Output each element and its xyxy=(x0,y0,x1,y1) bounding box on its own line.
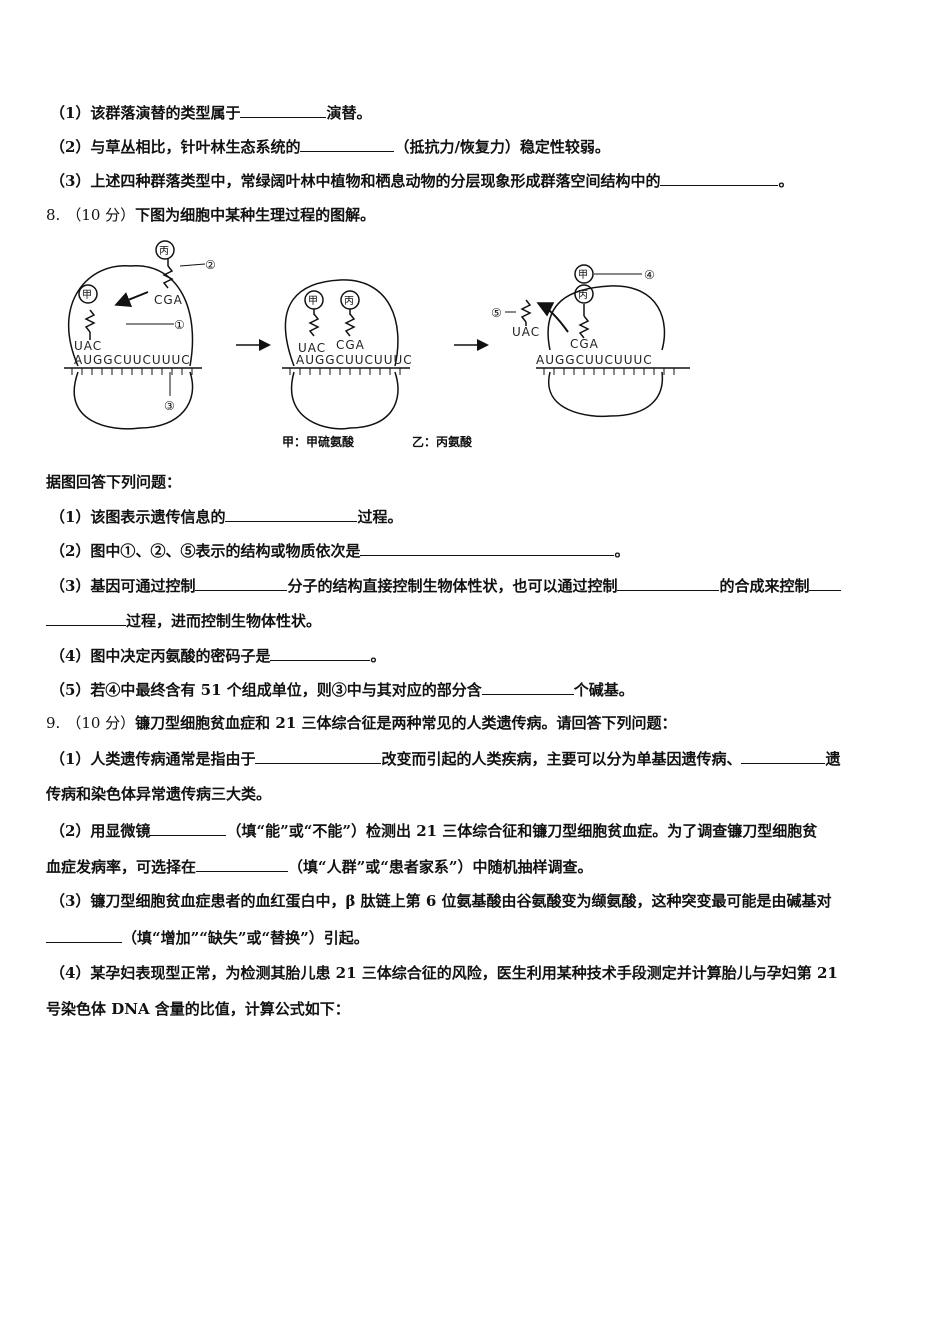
figure-caption-yi: 乙：丙氨酸 xyxy=(412,434,473,449)
anticodon-label: CGA xyxy=(336,338,365,352)
q9-part1-cont: 传病和染色体异常遗传病三大类。 xyxy=(46,785,272,803)
panel-1: AUGGCUUCUUUC UAC 甲 丙 ② CGA ① ③ xyxy=(64,240,216,430)
answer-blank[interactable] xyxy=(225,506,358,522)
anticodon-label: UAC xyxy=(74,339,102,353)
amino-acid-jia-label: 甲 xyxy=(82,290,92,301)
label-circle-2: ② xyxy=(205,258,216,272)
answer-blank[interactable] xyxy=(196,856,289,872)
amino-acid-bing-label: 丙 xyxy=(578,290,588,301)
label-circle-1: ① xyxy=(174,318,185,332)
label-circle-3: ③ xyxy=(164,399,175,413)
q8-part4: （4）图中决定丙氨酸的密码子是。 xyxy=(50,645,386,665)
amino-acid-bing-label: 丙 xyxy=(344,296,354,307)
q8-intro: 据图回答下列问题： xyxy=(46,473,182,491)
amino-acid-jia-label: 甲 xyxy=(578,270,588,281)
answer-blank[interactable] xyxy=(300,136,395,152)
q9-part4-cont: 号染色体 DNA 含量的比值，计算公式如下： xyxy=(46,1000,350,1018)
q8-stem: 8.（10 分）下图为细胞中某种生理过程的图解。 xyxy=(46,206,376,224)
q7-part2: （2）与草丛相比，针叶林生态系统的（抵抗力/恢复力）稳定性较弱。 xyxy=(50,136,610,156)
mrna-sequence: AUGGCUUCUUUC xyxy=(74,353,191,367)
answer-blank[interactable] xyxy=(741,748,826,764)
label-circle-4: ④ xyxy=(644,268,655,282)
answer-blank[interactable] xyxy=(46,927,122,943)
q7-part3: （3）上述四种群落类型中，常绿阔叶林中植物和栖息动物的分层现象形成群落空间结构中… xyxy=(50,170,794,190)
translation-diagram: AUGGCUUCUUUC UAC 甲 丙 ② CGA ① ③ AUGGCU xyxy=(64,240,690,449)
q8-part3-cont: 过程，进而控制生物体性状。 xyxy=(46,610,321,631)
panel-2: AUGGCUUCUUUC UAC CGA 甲 丙 xyxy=(282,279,413,430)
answer-blank[interactable] xyxy=(240,102,327,118)
answer-blank[interactable] xyxy=(195,575,288,591)
anticodon-label: CGA xyxy=(570,337,599,351)
answer-blank[interactable] xyxy=(255,748,382,764)
q8-part5: （5）若④中最终含有 51 个组成单位，则③中与其对应的部分含个碱基。 xyxy=(50,679,634,699)
mrna-sequence: AUGGCUUCUUUC xyxy=(296,353,413,367)
q9-part3: （3）镰刀型细胞贫血症患者的血红蛋白中，β 肽链上第 6 位氨基酸由谷氨酸变为缬… xyxy=(50,892,832,910)
q9-stem: 9.（10 分）镰刀型细胞贫血症和 21 三体综合征是两种常见的人类遗传病。请回… xyxy=(46,714,677,732)
q9-part4: （4）某孕妇表现型正常，为检测其胎儿患 21 三体综合征的风险，医生利用某种技术… xyxy=(50,964,838,982)
anticodon-label: CGA xyxy=(154,293,183,307)
q9-part1: （1）人类遗传病通常是指由于改变而引起的人类疾病，主要可以分为单基因遗传病、遗 xyxy=(50,748,841,768)
q8-part3: （3）基因可通过控制分子的结构直接控制生物体性状，也可以通过控制的合成来控制 xyxy=(50,575,842,596)
q8-part2: （2）图中①、②、⑤表示的结构或物质依次是。 xyxy=(50,540,630,560)
anticodon-label: UAC xyxy=(298,341,326,355)
q9-part2-cont: 血症发病率，可选择在（填“人群”或“患者家系”）中随机抽样调查。 xyxy=(46,856,593,876)
q8-part1: （1）该图表示遗传信息的过程。 xyxy=(50,506,403,526)
figure-caption-jia: 甲：甲硫氨酸 xyxy=(282,434,355,449)
amino-acid-bing-label: 丙 xyxy=(159,246,169,257)
answer-blank[interactable] xyxy=(617,575,720,591)
panel-3: AUGGCUUCUUUC CGA 丙 甲 ④ UAC ⑤ xyxy=(491,264,690,418)
label-circle-5: ⑤ xyxy=(491,306,502,320)
answer-blank[interactable] xyxy=(360,540,615,556)
q7-part1: （1）该群落演替的类型属于演替。 xyxy=(50,102,372,122)
q9-part2: （2）用显微镜（填“能”或“不能”）检测出 21 三体综合征和镰刀型细胞贫血症。… xyxy=(50,820,818,840)
answer-blank[interactable] xyxy=(270,645,371,661)
answer-blank[interactable] xyxy=(150,820,227,836)
answer-blank[interactable] xyxy=(46,610,126,626)
q9-part3-cont: （填“增加”“缺失”或“替换”）引起。 xyxy=(46,927,369,948)
mrna-sequence: AUGGCUUCUUUC xyxy=(536,353,653,367)
anticodon-label: UAC xyxy=(512,325,540,339)
answer-blank[interactable] xyxy=(481,679,574,695)
answer-blank[interactable] xyxy=(809,575,842,591)
answer-blank[interactable] xyxy=(660,170,779,186)
amino-acid-jia-label: 甲 xyxy=(308,296,318,307)
